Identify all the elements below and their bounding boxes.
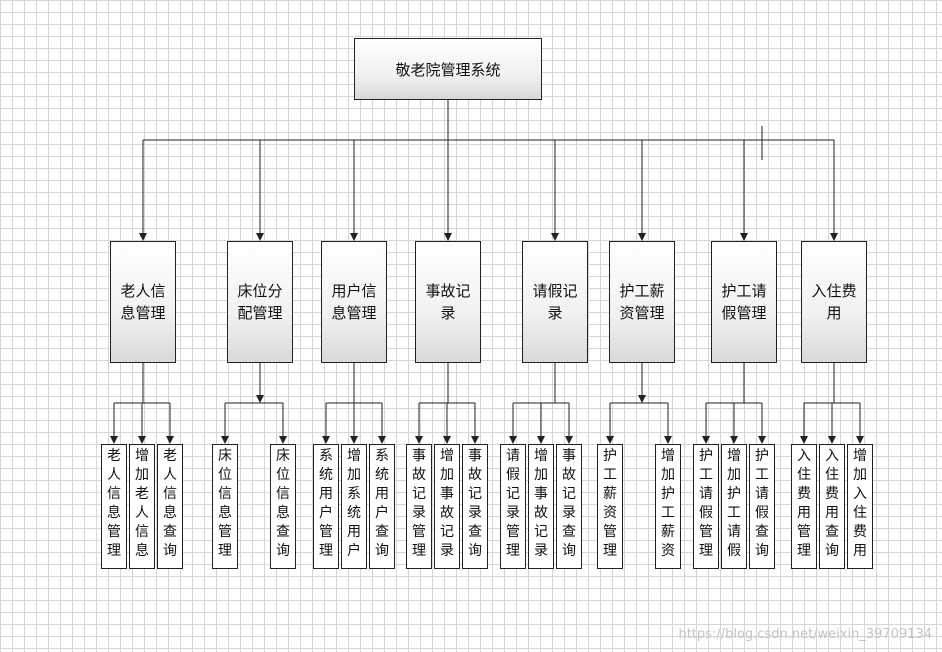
leaf-label: 床位信息查询 xyxy=(276,448,290,559)
leaf-elder-2: 老人信息查询 xyxy=(157,444,183,569)
leaf-carer-leave-1: 增加护工请假 xyxy=(721,444,747,569)
watermark: https://blog.csdn.net/weixin_39709134 xyxy=(678,627,932,642)
leaf-label: 护工薪资管理 xyxy=(603,448,617,559)
leaf-salary-0: 护工薪资管理 xyxy=(597,444,623,569)
module-fee: 入住费用 xyxy=(801,241,867,363)
module-bed: 床位分配管理 xyxy=(227,241,293,363)
leaf-label: 入住费用查询 xyxy=(825,448,839,559)
root-node: 敬老院管理系统 xyxy=(354,38,542,100)
leaf-bed-0: 床位信息管理 xyxy=(212,444,238,569)
leaf-elder-1: 增加老人信息 xyxy=(129,444,155,569)
module-elder: 老人信息管理 xyxy=(110,241,176,363)
leaf-carer-leave-0: 护工请假管理 xyxy=(693,444,719,569)
leaf-leave-0: 请假记录管理 xyxy=(500,444,526,569)
module-accident: 事故记录 xyxy=(415,241,481,363)
leaf-label: 增加老人信息 xyxy=(135,448,149,559)
root-label: 敬老院管理系统 xyxy=(395,60,501,79)
leaf-bed-1: 床位信息查询 xyxy=(270,444,296,569)
leaf-user-1: 增加系统用户 xyxy=(341,444,367,569)
leaf-label: 事故记录查询 xyxy=(562,448,576,559)
leaf-user-0: 系统用户管理 xyxy=(313,444,339,569)
module-label: 护工薪资管理 xyxy=(619,282,665,322)
leaf-fee-2: 增加入住费用 xyxy=(847,444,873,569)
leaf-label: 增加护工请假 xyxy=(727,448,741,559)
leaf-label: 增加系统用户 xyxy=(347,448,361,559)
module-label: 床位分配管理 xyxy=(237,282,283,322)
leaf-accident-1: 增加事故记录 xyxy=(434,444,460,569)
leaf-label: 系统用户管理 xyxy=(319,448,333,559)
leaf-label: 老人信息查询 xyxy=(163,448,177,559)
leaf-label: 增加护工薪资 xyxy=(661,448,675,559)
module-salary: 护工薪资管理 xyxy=(609,241,675,363)
leaf-fee-0: 入住费用管理 xyxy=(791,444,817,569)
leaf-label: 系统用户查询 xyxy=(375,448,389,559)
leaf-leave-2: 事故记录查询 xyxy=(556,444,582,569)
module-label: 用户信息管理 xyxy=(331,282,377,322)
module-leave: 请假记录 xyxy=(522,241,588,363)
leaf-label: 请假记录管理 xyxy=(506,448,520,559)
leaf-label: 事故记录查询 xyxy=(468,448,482,559)
leaf-accident-0: 事故记录管理 xyxy=(406,444,432,569)
leaf-label: 入住费用管理 xyxy=(797,448,811,559)
leaf-carer-leave-2: 护工请假查询 xyxy=(749,444,775,569)
leaf-salary-1: 增加护工薪资 xyxy=(655,444,681,569)
leaf-label: 事故记录管理 xyxy=(412,448,426,559)
leaf-label: 床位信息管理 xyxy=(218,448,232,559)
leaf-fee-1: 入住费用查询 xyxy=(819,444,845,569)
leaf-elder-0: 老人信息管理 xyxy=(101,444,127,569)
leaf-label: 增加事故记录 xyxy=(534,448,548,559)
module-user: 用户信息管理 xyxy=(321,241,387,363)
leaf-label: 增加入住费用 xyxy=(853,448,867,559)
module-label: 请假记录 xyxy=(532,282,578,322)
module-label: 老人信息管理 xyxy=(120,282,166,322)
module-label: 入住费用 xyxy=(811,282,857,322)
leaf-label: 护工请假管理 xyxy=(699,448,713,559)
leaf-label: 老人信息管理 xyxy=(107,448,121,559)
module-carer-leave: 护工请假管理 xyxy=(711,241,777,363)
leaf-label: 增加事故记录 xyxy=(440,448,454,559)
module-label: 护工请假管理 xyxy=(721,282,767,322)
leaf-leave-1: 增加事故记录 xyxy=(528,444,554,569)
leaf-user-2: 系统用户查询 xyxy=(369,444,395,569)
leaf-accident-2: 事故记录查询 xyxy=(462,444,488,569)
leaf-label: 护工请假查询 xyxy=(755,448,769,559)
module-label: 事故记录 xyxy=(425,282,471,322)
